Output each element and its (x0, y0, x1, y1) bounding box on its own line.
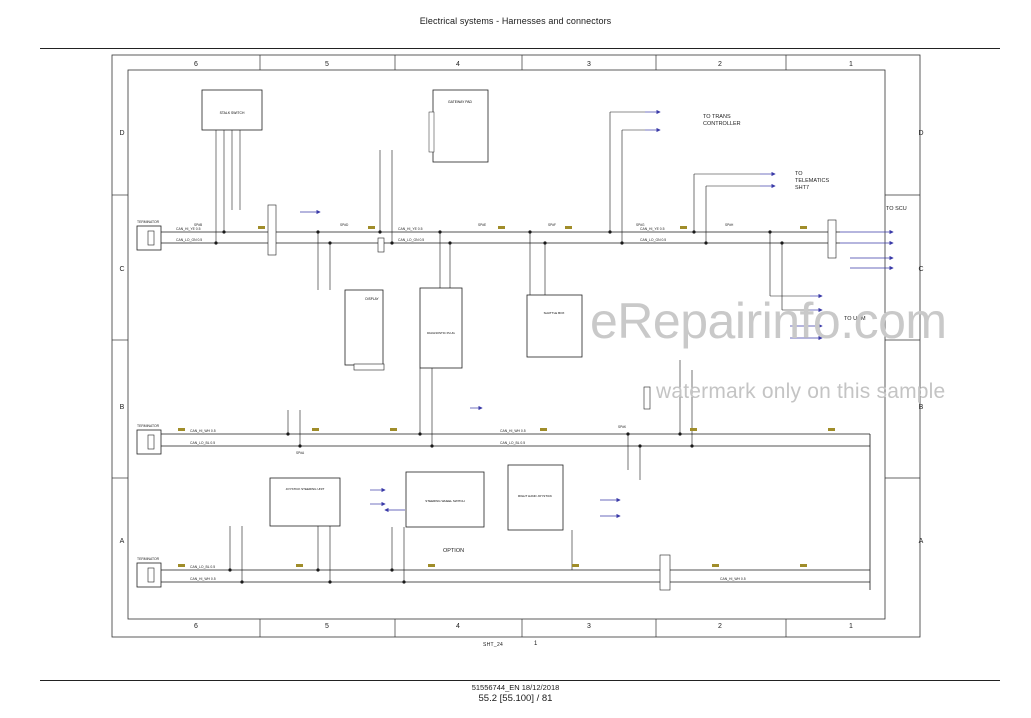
bus-label-hi-ye-1: CAN_HI_YE 0.5 (176, 227, 201, 231)
stalk-switch: STALK SWITCH (201, 89, 263, 243)
note-option: OPTION (443, 548, 464, 554)
drop-wires (229, 111, 810, 582)
steering-wheel-label: STEERING WHEEL SWITCH (425, 499, 464, 503)
shuttle-box-label: SHUTTLE BOX (544, 311, 565, 315)
terminator-mid: TERMINATOR (136, 424, 162, 455)
splice-nodes (214, 230, 784, 584)
bus-label-hi-wh-1: CAN_HI_WH 0.5 (190, 429, 216, 433)
col-label-top-3: 3 (587, 61, 591, 68)
inner-frame (127, 69, 886, 620)
rh-joystick-unit: RIGHT HAND JOYSTICK (507, 464, 564, 531)
terminator-bot-label: TERMINATOR (137, 557, 160, 561)
col-label-bot-6: 6 (194, 623, 198, 630)
splice-id-g: SP#G (636, 223, 645, 227)
row-label-right-c: C (918, 266, 923, 273)
bus-label-lo-gn-2: CAN_LO_GN 0.5 (398, 238, 424, 242)
display-label: DISPLAY (365, 297, 379, 301)
footer-doc-id: 51556744_EN 18/12/2018 (471, 683, 560, 692)
shuttle-box: SHUTTLE BOX (526, 294, 583, 358)
col-label-top-6: 6 (194, 61, 198, 68)
top-rule (40, 48, 1000, 49)
can-bus-middle (160, 433, 871, 590)
outer-frame (111, 54, 921, 638)
col-label-bot-5: 5 (325, 623, 329, 630)
joystick-unit: JOYSTICK STEERING UNIT (269, 477, 341, 527)
terminator-top: TERMINATOR (136, 220, 162, 251)
can-bus-lower (160, 569, 870, 583)
col-label-bot-3: 3 (587, 623, 591, 630)
row-label-right-d: D (918, 130, 923, 137)
can-bus-upper (160, 231, 840, 244)
splice-id-e: SP#E (478, 223, 486, 227)
page-title: Electrical systems - Harnesses and conne… (419, 16, 612, 26)
bus-label-hi-ye-2: CAN_HI_YE 0.5 (398, 227, 423, 231)
row-label-left-d: D (119, 130, 124, 137)
display-unit: DISPLAY (344, 289, 384, 366)
watermark-note: watermark only on this sample (656, 380, 946, 403)
bus-label-lo-bl-1: CAN_LO_BL 0.5 (190, 441, 215, 445)
terminator-mid-label: TERMINATOR (137, 424, 160, 428)
row-label-right-b: B (919, 404, 924, 411)
col-label-top-4: 4 (456, 61, 460, 68)
diagnostic-plug: DIAGNOSTIC PLUG (419, 287, 463, 369)
footer-page-ref: 55.2 [55.100] / 81 (478, 693, 553, 704)
steering-wheel-switch: STEERING WHEEL SWITCH (405, 471, 485, 528)
watermark-logo: eRepairinfo.com (590, 293, 947, 349)
splice-id-h: SP#H (725, 223, 734, 227)
bus-label-hi-wh-3: CAN_HI_WH 0.5 (190, 577, 216, 581)
note-to-scu: TO SCU (886, 206, 907, 212)
joystick-label: JOYSTICK STEERING UNIT (286, 487, 325, 491)
col-label-top-2: 2 (718, 61, 722, 68)
bus-label-lo-bl-3: CAN_LO_BL 0.5 (190, 565, 215, 569)
rh-joystick-label: RIGHT HAND JOYSTICK (518, 494, 552, 498)
col-label-bot-2: 2 (718, 623, 722, 630)
bus-label-hi-wh-2: CAN_HI_WH 0.5 (500, 429, 526, 433)
splice-tags (178, 226, 835, 567)
splice-id-d: SP#D (340, 223, 349, 227)
splice-id-a: SP#A (296, 451, 305, 455)
bus-label-hi-wh-4: CAN_HI_WH 0.5 (720, 577, 746, 581)
row-label-right-a: A (919, 538, 924, 545)
col-label-top-5: 5 (325, 61, 329, 68)
note-sht7: SHT7 (795, 185, 809, 191)
note-controller: CONTROLLER (703, 121, 741, 127)
note-telematics: TELEMATICS (795, 178, 829, 184)
gateway-pad-label: GATEWAY PAD (448, 100, 472, 104)
bus-label-lo-gn-1: CAN_LO_GN 0.5 (176, 238, 202, 242)
inline-connectors (267, 204, 837, 591)
splice-id-b: SP#B (194, 223, 202, 227)
note-to-ucm: TO UCM (844, 316, 866, 322)
column-dividers (112, 55, 920, 637)
note-to-trans: TO TRANS (703, 114, 731, 120)
row-label-left-b: B (120, 404, 125, 411)
sheet-label: SHT_24 (483, 642, 504, 648)
bottom-rule (40, 680, 1000, 681)
row-label-left-a: A (120, 538, 125, 545)
terminator-top-label: TERMINATOR (137, 220, 160, 224)
col-label-bot-1: 1 (849, 623, 853, 630)
col-label-bot-4: 4 (456, 623, 460, 630)
col-label-top-1: 1 (849, 61, 853, 68)
diagnostic-plug-label: DIAGNOSTIC PLUG (427, 331, 455, 335)
note-to-telematics: TO (795, 171, 803, 177)
bus-label-hi-ye-3: CAN_HI_YE 0.5 (640, 227, 665, 231)
offpage-arrows (300, 109, 894, 519)
splice-id-k: SP#K (618, 425, 627, 429)
splice-id-f: SP#F (548, 223, 556, 227)
bus-label-lo-gn-3: CAN_LO_GN 0.5 (640, 238, 666, 242)
sheet-number: 1 (534, 641, 538, 647)
stalk-switch-label: STALK SWITCH (220, 111, 245, 115)
row-label-left-c: C (119, 266, 124, 273)
bus-label-lo-bl-2: CAN_LO_BL 0.5 (500, 441, 525, 445)
terminator-bot: TERMINATOR (136, 557, 162, 588)
gateway-pad: GATEWAY PAD (428, 89, 489, 163)
